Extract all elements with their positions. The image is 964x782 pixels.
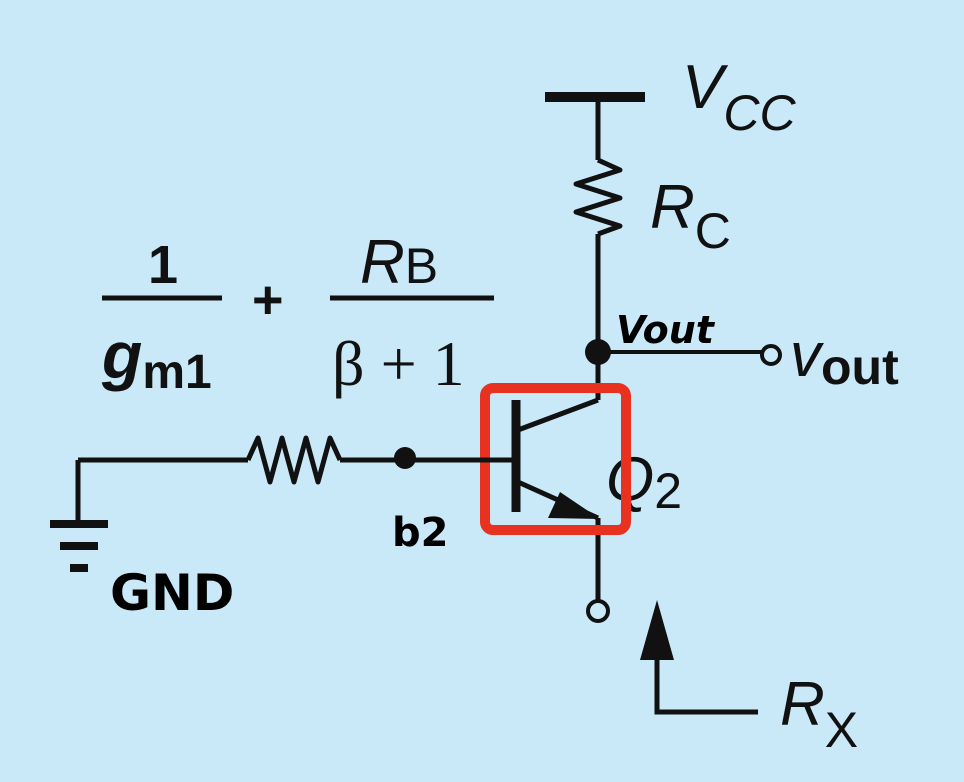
node-b2 [394,447,416,469]
vcc-label-main: V [682,53,729,122]
rc-label: RC [650,173,731,259]
terminal-rx [586,599,610,623]
frac1-numerator: 1 [148,235,178,295]
vout-label-sub: out [821,339,899,395]
frac1-denominator: gm1 [101,318,212,399]
frac2-num-main: R [360,228,405,297]
q2-label-sub: 2 [654,463,682,519]
rx-label-main: R [780,670,825,739]
terminal-vout [760,344,782,366]
q2-emitter-arrow [548,492,600,519]
frac2-numerator: RB [360,228,438,297]
frac1-den-main: g [101,318,142,392]
vcc-label: VCC [682,53,796,141]
q2-collector-lead [517,397,599,433]
plus-sign: + [252,270,284,330]
resistor-base [245,435,343,485]
frac1-den-sub: m1 [142,346,211,399]
frac2-num-sub: B [405,238,438,294]
resistor-rc [573,157,623,237]
rx-label-sub: X [825,702,858,758]
rc-label-main: R [650,173,695,242]
rc-label-sub: C [695,203,731,259]
frac2-denominator: β + 1 [332,328,465,399]
vout-handwritten-label: Vout [616,308,716,352]
rx-arrowhead [640,600,674,660]
vcc-label-sub: CC [723,85,796,141]
gnd-handwritten-label: GND [110,564,234,622]
b2-handwritten-label: b2 [392,510,448,556]
rx-label: RX [780,670,858,758]
q2-label: Q2 [606,445,682,519]
vout-label: vout [790,321,899,395]
vout-label-main: v [790,321,824,390]
rx-arrow-shaft [654,640,758,715]
